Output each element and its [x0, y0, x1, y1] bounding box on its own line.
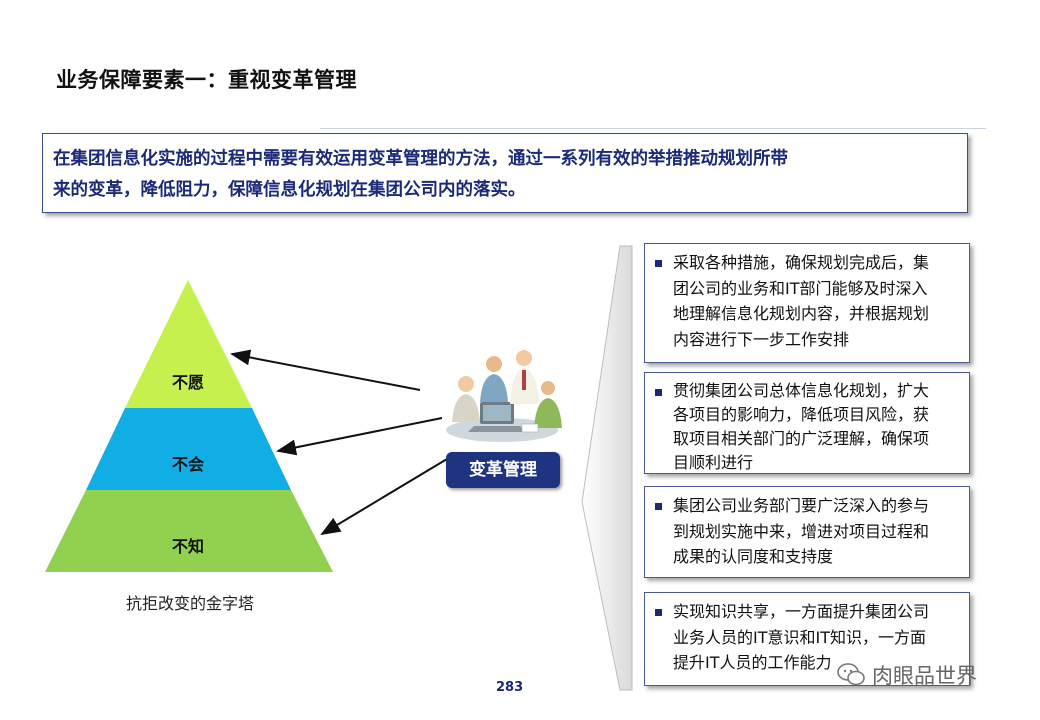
- pyramid-level-bottom: [45, 490, 333, 572]
- bullet-1-line-1: 采取各种措施，确保规划完成后，集: [673, 253, 930, 272]
- watermark: 肉眼品世界: [836, 660, 977, 690]
- change-management-button[interactable]: 变革管理: [446, 452, 560, 488]
- watermark-text: 肉眼品世界: [872, 664, 977, 688]
- wechat-icon: [837, 663, 865, 686]
- people-meeting-icon: [446, 350, 562, 442]
- title-divider: [320, 128, 986, 129]
- bullet-1-line-2: 团公司的业务和IT部门能够及时深入: [673, 278, 928, 298]
- pyramid-label-middle: 不会: [171, 455, 204, 474]
- bullet-box-2: 贯彻集团公司总体信息化规划，扩大 各项目的影响力，降低项目风险，获 取项目相关部…: [644, 372, 970, 474]
- bullet-4-line-1: 实现知识共享，一方面提升集团公司: [673, 602, 930, 621]
- square-bullet-icon: [655, 609, 662, 616]
- arrow-to-unwilling: [230, 349, 421, 391]
- intro-statement-box: 在集团信息化实施的过程中需要有效运用变革管理的方法，通过一系列有效的举措推动规划…: [42, 133, 968, 213]
- bullet-3-line-3: 成果的认同度和支持度: [673, 547, 834, 566]
- intro-line-1: 在集团信息化实施的过程中需要有效运用变革管理的方法，通过一系列有效的举措推动规划…: [53, 149, 788, 169]
- bullet-1-line-4: 内容进行下一步工作安排: [673, 329, 850, 349]
- pyramid-caption: 抗拒改变的金字塔: [125, 594, 254, 613]
- bullet-2-line-3: 取项目相关部门的广泛理解，确保项: [673, 429, 930, 448]
- arrow-to-unable: [276, 417, 443, 456]
- pyramid-level-top: [125, 280, 252, 408]
- bullet-2-line-2: 各项目的影响力，降低项目风险，获: [673, 405, 930, 424]
- bullet-4-line-3: 提升IT人员的工作能力: [673, 653, 832, 672]
- bullet-2-line-1: 贯彻集团公司总体信息化规划，扩大: [673, 381, 930, 400]
- page-title: 业务保障要素一：重视变革管理: [56, 68, 357, 92]
- bullet-1-line-3: 地理解信息化规划内容，并根据规划: [673, 304, 930, 323]
- pyramid-level-middle: [86, 408, 291, 490]
- pyramid-label-bottom: 不知: [171, 537, 204, 556]
- bullet-2-line-4: 目顺利进行: [673, 453, 754, 472]
- callout-funnel: [581, 245, 633, 691]
- bullet-box-4: 实现知识共享，一方面提升集团公司 业务人员的IT意识和IT知识，一方面 提升IT…: [644, 592, 970, 686]
- square-bullet-icon: [655, 260, 662, 267]
- bullet-3-line-1: 集团公司业务部门要广泛深入的参与: [673, 496, 930, 515]
- bullet-4-line-2: 业务人员的IT意识和IT知识，一方面: [673, 627, 926, 647]
- page-number: 283: [496, 680, 524, 695]
- bullet-box-3: 集团公司业务部门要广泛深入的参与 到规划实施中来，增进对项目过程和 成果的认同度…: [644, 486, 970, 578]
- square-bullet-icon: [655, 389, 662, 396]
- square-bullet-icon: [655, 503, 662, 510]
- bullet-3-line-2: 到规划实施中来，增进对项目过程和: [673, 521, 930, 541]
- pyramid-label-top: 不愿: [171, 373, 204, 392]
- intro-line-2: 来的变革，降低阻力，保障信息化规划在集团公司内的落实。: [53, 180, 526, 200]
- arrow-to-unaware: [320, 455, 453, 536]
- bullet-box-1: 采取各种措施，确保规划完成后，集 团公司的业务和IT部门能够及时深入 地理解信息…: [644, 243, 970, 363]
